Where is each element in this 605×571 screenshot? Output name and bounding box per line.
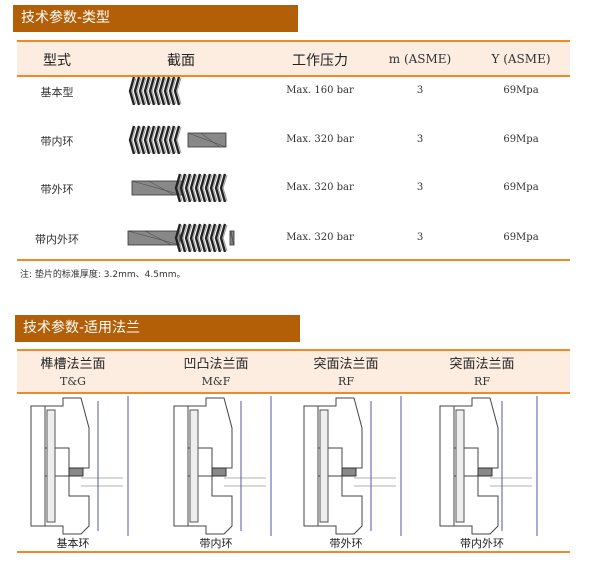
flange-type: 突面法兰面 <box>313 357 379 372</box>
col-m: m (ASME) <box>388 52 452 66</box>
row-y: 69Mpa <box>503 232 539 243</box>
row-pressure: Max. 320 bar <box>286 134 354 145</box>
row-y: 69Mpa <box>503 182 539 193</box>
row-y: 69Mpa <box>503 134 539 145</box>
row-type: 带内环 <box>40 135 74 148</box>
flange-code: T&G <box>60 375 86 388</box>
thickness-note: 注: 垫片的标准厚度: 3.2mm、4.5mm。 <box>20 270 186 280</box>
flange-type: 凹凸法兰面 <box>183 357 249 372</box>
row-pressure: Max. 320 bar <box>286 182 354 193</box>
table-row: 带内外环 Max. 320 bar 3 69Mpa <box>17 222 570 253</box>
row-type: 带内外环 <box>35 233 79 246</box>
flange-diagram <box>173 396 272 536</box>
table-row: 基本型 Max. 160 bar 3 69Mpa <box>17 75 570 106</box>
row-y: 69Mpa <box>503 85 539 96</box>
gasket-cross-section <box>126 75 236 109</box>
flange-diagram <box>303 396 402 536</box>
row-m: 3 <box>416 182 424 193</box>
flange-code: M&F <box>201 375 231 388</box>
row-type: 带外环 <box>40 183 74 196</box>
flange-caption: 基本环 <box>56 537 90 550</box>
col-pressure: 工作压力 <box>292 53 348 69</box>
gasket-cross-section <box>126 172 236 206</box>
flange-type: 突面法兰面 <box>449 357 515 372</box>
flange-type: 榫槽法兰面 <box>40 357 106 372</box>
divider <box>17 259 570 261</box>
flange-caption: 带外环 <box>329 537 363 550</box>
col-y: Y (ASME) <box>491 52 551 66</box>
section-title-flanges: 技术参数-适用法兰 <box>15 315 300 342</box>
row-type: 基本型 <box>40 86 74 99</box>
flange-caption: 带内外环 <box>460 537 504 550</box>
types-table-header: 型式 截面 工作压力 m (ASME) Y (ASME) <box>17 40 570 77</box>
section-title-types: 技术参数-类型 <box>13 5 298 32</box>
flange-diagram <box>30 396 129 536</box>
table-row: 带内环 Max. 320 bar 3 69Mpa <box>17 124 570 155</box>
row-m: 3 <box>416 232 424 243</box>
row-pressure: Max. 320 bar <box>286 232 354 243</box>
gasket-cross-section <box>126 222 236 256</box>
col-type: 型式 <box>43 53 71 69</box>
divider <box>17 551 570 553</box>
table-row: 带外环 Max. 320 bar 3 69Mpa <box>17 172 570 203</box>
row-m: 3 <box>416 85 424 96</box>
row-m: 3 <box>416 134 424 145</box>
flange-code: RF <box>474 375 490 388</box>
col-section: 截面 <box>167 53 195 69</box>
flange-caption: 带内环 <box>199 537 233 550</box>
row-pressure: Max. 160 bar <box>286 85 354 96</box>
gasket-cross-section <box>126 124 236 158</box>
flange-diagram <box>439 396 538 536</box>
flanges-table-header: 榫槽法兰面 T&G 凹凸法兰面 M&F 突面法兰面 RF 突面法兰面 RF <box>17 349 570 394</box>
flange-code: RF <box>338 375 354 388</box>
